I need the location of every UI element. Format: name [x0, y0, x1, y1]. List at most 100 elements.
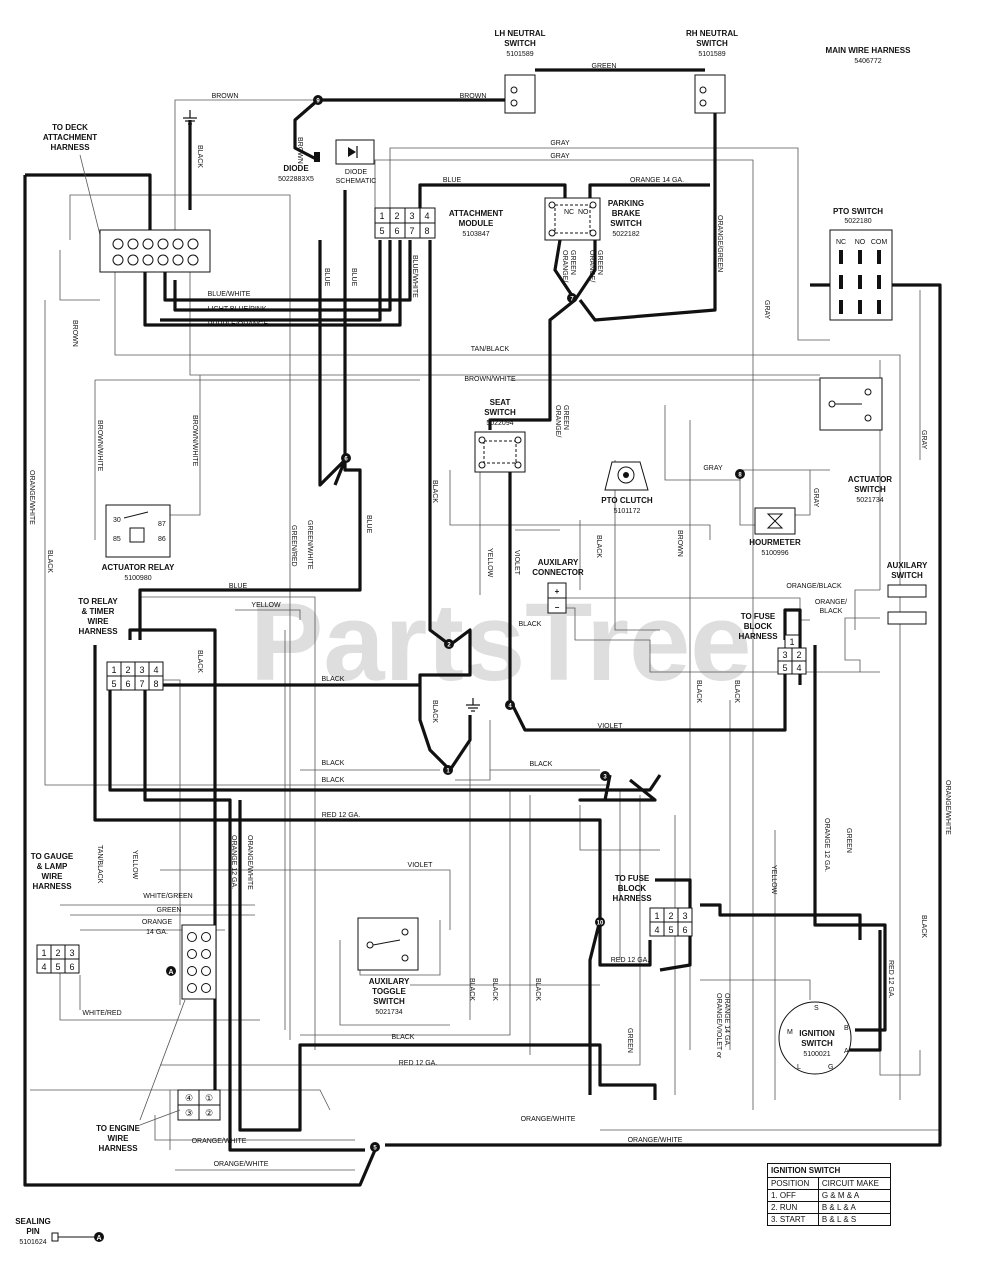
diode-schematic: DIODE SCHEMATIC — [335, 139, 376, 185]
svg-text:ORANGE/GREEN: ORANGE/GREEN — [716, 215, 723, 272]
svg-text:ORANGE/: ORANGE/ — [554, 405, 561, 437]
svg-text:5: 5 — [782, 663, 787, 673]
svg-text:ATTACHMENT: ATTACHMENT — [449, 209, 503, 218]
svg-text:SWITCH: SWITCH — [484, 408, 516, 417]
svg-text:BLUE: BLUE — [229, 583, 248, 590]
svg-text:GRAY: GRAY — [703, 465, 723, 472]
svg-text:7: 7 — [409, 226, 414, 236]
svg-text:BLACK: BLACK — [733, 680, 740, 703]
svg-text:BLUE/WHITE: BLUE/WHITE — [411, 255, 418, 298]
svg-text:RED 12 GA.: RED 12 GA. — [611, 957, 650, 964]
svg-text:+: + — [555, 587, 560, 596]
svg-text:GREEN: GREEN — [626, 1028, 633, 1053]
ignition-switch: M S B A L G IGNITION SWITCH 5100021 — [778, 1001, 852, 1075]
svg-text:BRAKE: BRAKE — [612, 209, 641, 218]
svg-text:LIGHT BLUE/PINK: LIGHT BLUE/PINK — [207, 306, 266, 313]
seat-switch: SEAT SWITCH 5022094 — [474, 398, 526, 473]
svg-text:5021734: 5021734 — [375, 1009, 402, 1016]
terminal-pin — [187, 932, 197, 942]
auxilary-switch: AUXILARY SWITCH — [887, 561, 928, 625]
ignition-table-header: POSITION — [767, 1177, 819, 1190]
svg-text:WIRE: WIRE — [42, 872, 64, 881]
thick-wires — [23, 68, 942, 1187]
svg-text:5101172: 5101172 — [614, 508, 641, 515]
svg-text:6: 6 — [344, 457, 348, 463]
ignition-circuit: B & L & S — [817, 1213, 892, 1226]
svg-text:NC: NC — [836, 239, 846, 246]
splice-marker: 4 — [505, 700, 515, 710]
svg-text:8: 8 — [738, 473, 742, 479]
svg-text:TO RELAY: TO RELAY — [78, 597, 118, 606]
svg-text:5: 5 — [373, 1146, 377, 1152]
terminal-pin — [187, 949, 197, 959]
svg-text:BLUE: BLUE — [323, 268, 330, 287]
svg-text:SEALING: SEALING — [15, 1217, 51, 1226]
svg-text:TAN/BLACK: TAN/BLACK — [96, 845, 103, 884]
splice-marker: 10 — [595, 917, 605, 927]
svg-text:VIOLET: VIOLET — [513, 550, 520, 576]
svg-text:GREEN: GREEN — [569, 250, 576, 275]
svg-text:BLACK: BLACK — [322, 777, 345, 784]
svg-text:L: L — [797, 1064, 801, 1071]
svg-text:ORANGE 14 GA.: ORANGE 14 GA. — [723, 993, 730, 1047]
auxilary-toggle-switch: AUXILARY TOGGLE SWITCH 5021734 — [357, 917, 419, 1016]
splice-marker: 8 — [735, 469, 745, 479]
ignition-position: 3. START — [767, 1213, 819, 1226]
svg-text:YELLOW: YELLOW — [131, 850, 138, 880]
svg-text:BLACK: BLACK — [519, 621, 542, 628]
svg-text:YELLOW: YELLOW — [486, 548, 493, 578]
svg-text:ORANGE/: ORANGE/ — [815, 599, 847, 606]
svg-text:TOGGLE: TOGGLE — [372, 987, 406, 996]
svg-text:86: 86 — [158, 536, 166, 543]
svg-text:NO: NO — [578, 209, 589, 216]
svg-text:BROWN: BROWN — [676, 530, 683, 557]
svg-text:WHITE/GREEN: WHITE/GREEN — [143, 893, 192, 900]
svg-text:8: 8 — [424, 226, 429, 236]
svg-text:ATTACHMENT: ATTACHMENT — [43, 133, 97, 142]
svg-text:HOURMETER: HOURMETER — [749, 538, 801, 547]
auxilary-connector: AUXILARY CONNECTOR + − — [532, 558, 584, 614]
fuse-block-connector-upper: TO FUSE BLOCK HARNESS 1 3 2 5 4 — [738, 612, 807, 675]
svg-text:5022182: 5022182 — [612, 231, 639, 238]
terminal-pin — [187, 966, 197, 976]
svg-text:ORANGE: ORANGE — [142, 919, 173, 926]
svg-text:5406772: 5406772 — [854, 58, 881, 65]
svg-text:DIODE: DIODE — [283, 164, 309, 173]
splice-marker: 5 — [370, 1142, 380, 1152]
ground-symbol — [183, 110, 197, 125]
svg-text:BLACK: BLACK — [322, 760, 345, 767]
splice-marker: 7 — [567, 293, 577, 303]
svg-text:4: 4 — [508, 704, 512, 710]
svg-text:7: 7 — [570, 297, 574, 303]
svg-text:RED 12 GA.: RED 12 GA. — [399, 1060, 438, 1067]
table-row: 1. OFF G & M & A — [767, 1189, 892, 1202]
svg-text:& LAMP: & LAMP — [37, 862, 68, 871]
svg-text:3: 3 — [139, 665, 144, 675]
connector-cavity — [127, 254, 139, 266]
svg-text:30: 30 — [113, 517, 121, 524]
svg-text:SWITCH: SWITCH — [610, 219, 642, 228]
svg-text:BROWN: BROWN — [460, 93, 487, 100]
svg-text:YELLOW: YELLOW — [251, 602, 281, 609]
svg-text:BLACK: BLACK — [431, 700, 438, 723]
lh-neutral-switch: LH NEUTRAL SWITCH 5101589 — [494, 29, 546, 114]
pto-clutch: PTO CLUTCH 5101172 — [601, 461, 653, 515]
svg-text:2: 2 — [125, 665, 130, 675]
ignition-circuit: B & L & A — [817, 1201, 892, 1214]
svg-text:ORANGE/WHITE: ORANGE/WHITE — [944, 780, 951, 835]
svg-text:GREEN: GREEN — [845, 828, 852, 853]
svg-text:ORANGE/: ORANGE/ — [561, 250, 568, 282]
svg-text:3: 3 — [682, 911, 687, 921]
engine-harness-connector: ④ ① ③ ② TO ENGINE WIRE HARNESS — [96, 999, 221, 1153]
svg-text:RED 12 GA.: RED 12 GA. — [887, 960, 894, 999]
fuse-block-connector-lower: TO FUSE BLOCK HARNESS 1 2 3 4 5 6 — [612, 874, 693, 937]
svg-text:GRAY: GRAY — [550, 153, 570, 160]
svg-text:2: 2 — [447, 643, 451, 649]
svg-text:TO ENGINE: TO ENGINE — [96, 1124, 141, 1133]
svg-text:4: 4 — [424, 211, 429, 221]
svg-text:VIOLET: VIOLET — [598, 723, 624, 730]
svg-text:87: 87 — [158, 521, 166, 528]
connector-cavity — [172, 238, 184, 250]
svg-text:4: 4 — [153, 665, 158, 675]
